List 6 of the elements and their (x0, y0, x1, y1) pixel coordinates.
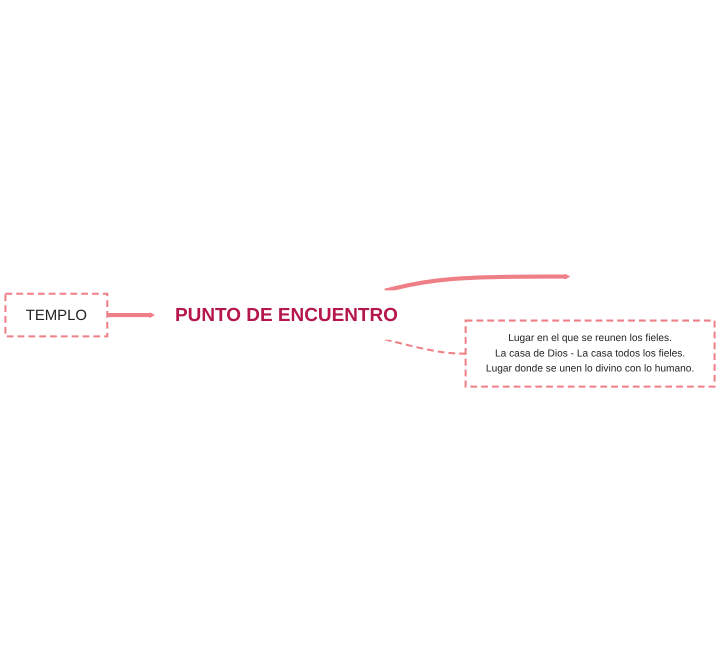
node-box: Lugar en el que se reunen los fieles. La casa de Dios - La casa todos los fieles. Lugar donde se unen lo divino con lo humano. (464, 320, 716, 388)
arrow (107, 312, 155, 318)
node-text: PUNTO DE ENCUENTRO (174, 304, 398, 326)
arrow (384, 274, 570, 293)
connector (384, 338, 466, 355)
node-box: TEMPLO (4, 292, 108, 338)
